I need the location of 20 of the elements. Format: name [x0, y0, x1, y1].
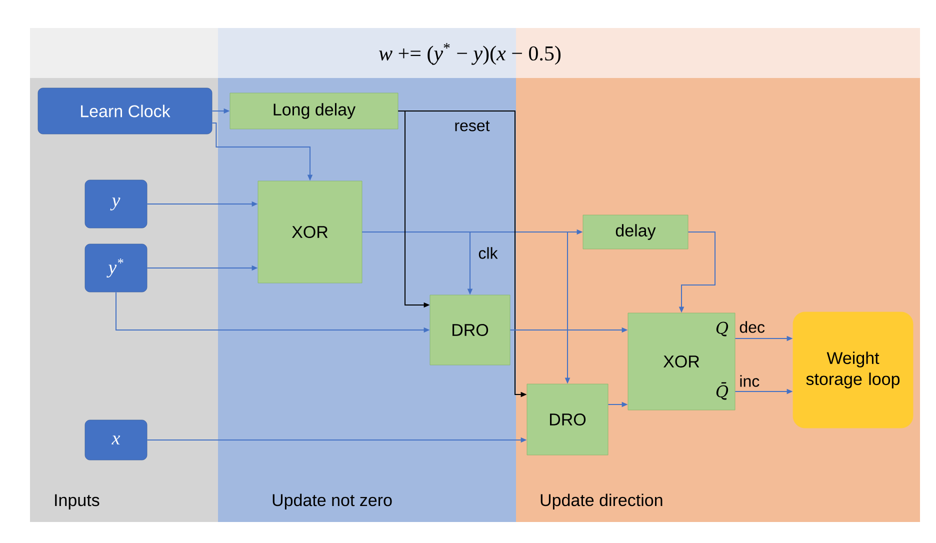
- port-label: Q: [716, 322, 728, 336]
- logic-box: XOR: [258, 180, 362, 284]
- column-label: Update not zero: [272, 494, 392, 510]
- column-label: Inputs: [55, 494, 100, 510]
- input-box: y$^{*}$: [84, 244, 148, 292]
- port-label: Q̄: [716, 382, 728, 400]
- input-box: y: [84, 180, 148, 228]
- logic-box: DRO: [526, 384, 608, 456]
- input-box: Learn Clock: [38, 88, 212, 134]
- column-label: Update direction: [540, 494, 662, 510]
- logic-box: delay: [582, 214, 688, 250]
- logic-box: DRO: [430, 294, 510, 366]
- edge-label: clk: [478, 247, 498, 259]
- edge-label: dec: [740, 321, 765, 333]
- edge-label: reset: [455, 120, 490, 132]
- storage-box: Weight storage loop: [792, 312, 914, 428]
- input-box: x: [84, 420, 148, 460]
- edge-label: inc: [740, 375, 760, 387]
- title: w += (y$^{*}$ − y)(x − 0.5): [379, 43, 561, 65]
- logic-box: Long delay: [230, 92, 398, 130]
